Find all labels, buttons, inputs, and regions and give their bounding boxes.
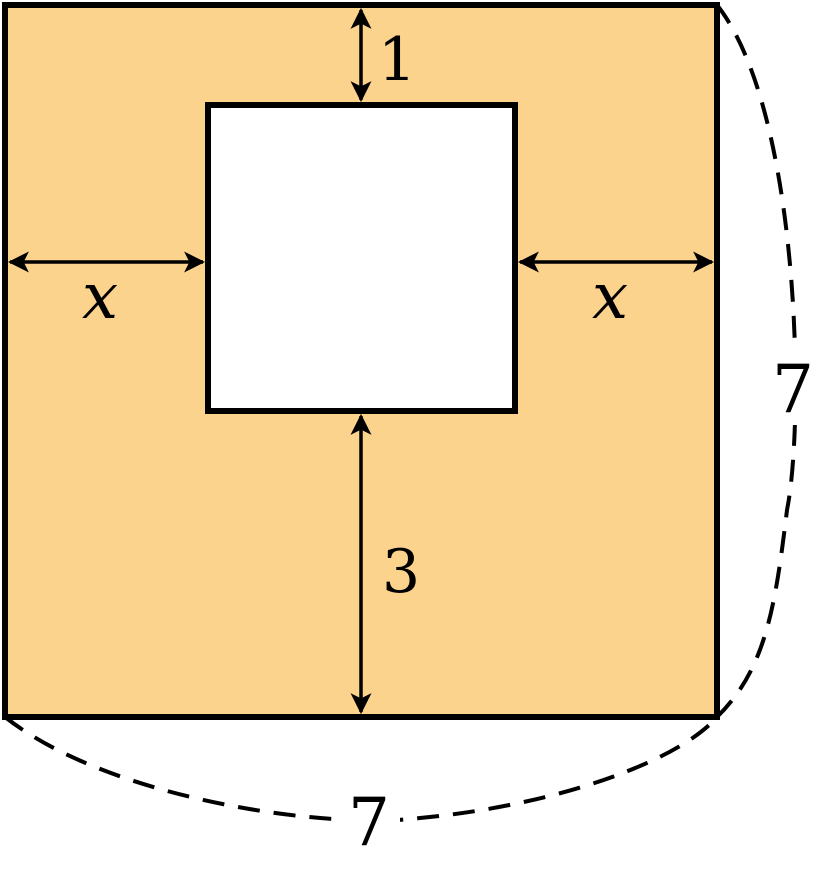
- outer-height-brace: [715, 3, 798, 719]
- bottom-width-label-gap: [338, 780, 400, 860]
- outer-height-label: 7: [772, 351, 814, 428]
- right-gap-label: x: [592, 260, 628, 334]
- inner-square: [205, 102, 518, 414]
- outer-width-label: 7: [348, 784, 390, 861]
- bottom-gap-label: 3: [382, 537, 420, 607]
- right-height-label-gap: [765, 345, 825, 425]
- left-gap-label: x: [82, 260, 118, 334]
- top-gap-label: 1: [378, 25, 416, 95]
